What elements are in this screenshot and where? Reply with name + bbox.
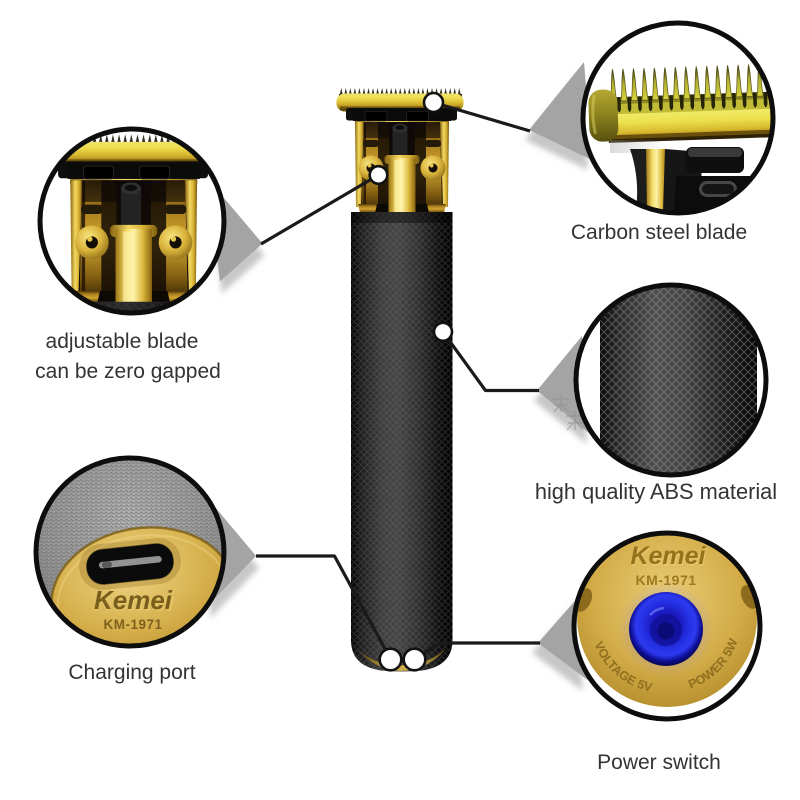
svg-text:can be zero gapped: can be zero gapped	[35, 360, 221, 383]
svg-text:Kemei: Kemei	[93, 587, 175, 617]
svg-text:adjustable blade: adjustable blade	[46, 330, 199, 353]
svg-text:Kemei: Kemei	[630, 542, 706, 570]
svg-text:Kemei: Kemei	[94, 585, 173, 615]
svg-text:high quality ABS material: high quality ABS material	[535, 479, 777, 504]
svg-text:Charging port: Charging port	[68, 661, 195, 684]
svg-text:Power switch: Power switch	[597, 751, 721, 774]
svg-text:Carbon steel blade: Carbon steel blade	[571, 221, 747, 244]
svg-text:KM-1971: KM-1971	[103, 617, 162, 632]
svg-text:Kemei: Kemei	[631, 544, 707, 572]
